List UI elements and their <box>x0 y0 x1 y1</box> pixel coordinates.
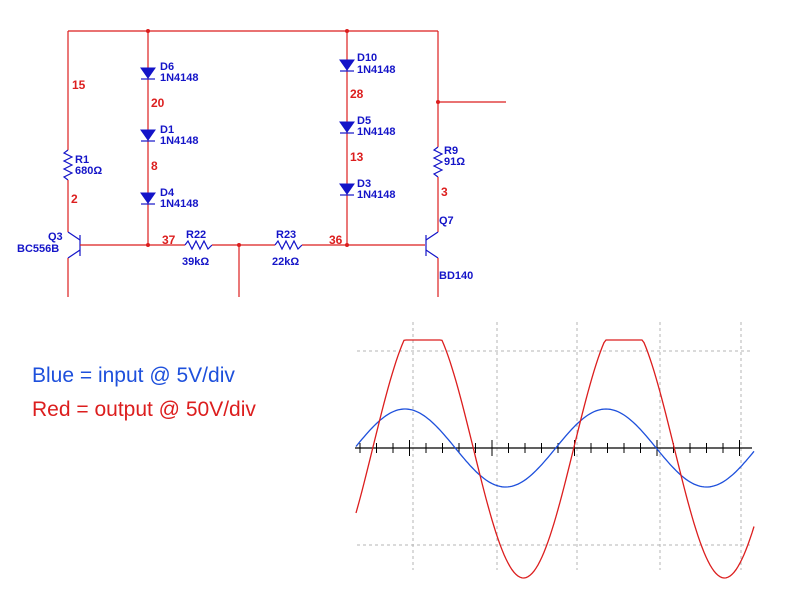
component-part: 1N4148 <box>357 189 396 201</box>
r1-resistor <box>62 149 74 181</box>
junction-dot <box>436 100 440 104</box>
component-ref: R23 <box>276 229 296 241</box>
component-ref: D6 <box>160 61 174 73</box>
r22-resistor <box>184 239 213 251</box>
scope-ticks <box>359 440 740 456</box>
d6-diode <box>140 67 156 80</box>
component-ref: R22 <box>186 229 206 241</box>
legend-output: Red = output @ 50V/div <box>32 398 256 421</box>
component-ref: D3 <box>357 178 371 190</box>
component-ref: D5 <box>357 115 371 127</box>
q3-transistor <box>67 231 148 297</box>
component-ref: D4 <box>160 187 175 199</box>
d10-diode <box>339 59 355 72</box>
junction-dot <box>146 29 150 33</box>
d4-diode <box>140 192 156 205</box>
node-label: 3 <box>441 185 448 199</box>
component-part: 1N4148 <box>160 135 199 147</box>
component-ref: D10 <box>357 52 377 64</box>
component-value: 39kΩ <box>182 256 209 268</box>
component-ref: R1 <box>75 154 89 166</box>
node-label: 28 <box>350 87 364 101</box>
component-part: 1N4148 <box>160 72 199 84</box>
input-trace <box>355 408 755 488</box>
component-part: 1N4148 <box>160 198 199 210</box>
node-label: 13 <box>350 150 364 164</box>
q7-transistor <box>425 231 439 297</box>
component-part: 1N4148 <box>357 64 396 76</box>
output-trace <box>355 339 755 579</box>
legend-input: Blue = input @ 5V/div <box>32 364 235 387</box>
component-ref: Q3 <box>48 231 63 243</box>
component-value: 91Ω <box>444 156 465 168</box>
junction-dot <box>345 29 349 33</box>
r23-resistor <box>274 239 303 251</box>
d1-diode <box>140 129 156 142</box>
scope-display <box>355 322 755 579</box>
node-label: 37 <box>162 233 176 247</box>
node-label: 2 <box>71 192 78 206</box>
component-value: 680Ω <box>75 165 102 177</box>
component-part: 1N4148 <box>357 126 396 138</box>
node-label: 20 <box>151 96 165 110</box>
d5-diode <box>339 121 355 134</box>
junction-dot <box>345 243 349 247</box>
component-ref: D1 <box>160 124 174 136</box>
schematic: 15 20 8 2 37 28 13 3 36 D6 1N4148 D1 1N4… <box>17 29 506 297</box>
component-part: BD140 <box>439 270 473 282</box>
component-part: BC556B <box>17 243 59 255</box>
component-ref: R9 <box>444 145 458 157</box>
component-ref: Q7 <box>439 215 454 227</box>
r9-resistor <box>432 146 444 178</box>
d3-diode <box>339 183 355 196</box>
node-label: 8 <box>151 159 158 173</box>
node-label: 36 <box>329 233 343 247</box>
node-label: 15 <box>72 78 86 92</box>
component-value: 22kΩ <box>272 256 299 268</box>
